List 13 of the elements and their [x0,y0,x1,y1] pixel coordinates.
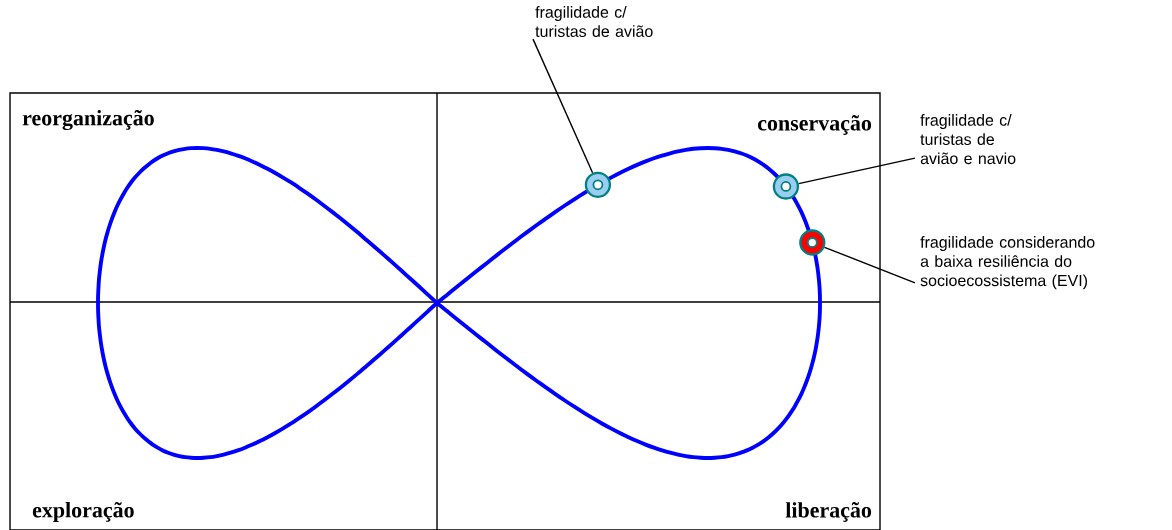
leader-line [532,38,594,174]
leader-line [823,246,916,284]
phase-label: exploração [32,502,134,522]
phase-label: liberação [785,502,872,522]
leader-line [798,157,916,185]
ring-marker [772,173,800,200]
phase-label: reorganização [22,109,154,131]
annotation-text: fragilidade c/ turistas de avião [535,6,653,37]
annotation-text: fragilidade c/ turistas de avião e navio [920,114,1016,165]
ring-marker [584,171,612,198]
annotation-text: fragilidade considerando a baixa resiliência do socioecossistema (EVI) [920,236,1095,290]
ring-marker [799,229,826,256]
phase-label: conservação [758,115,872,135]
